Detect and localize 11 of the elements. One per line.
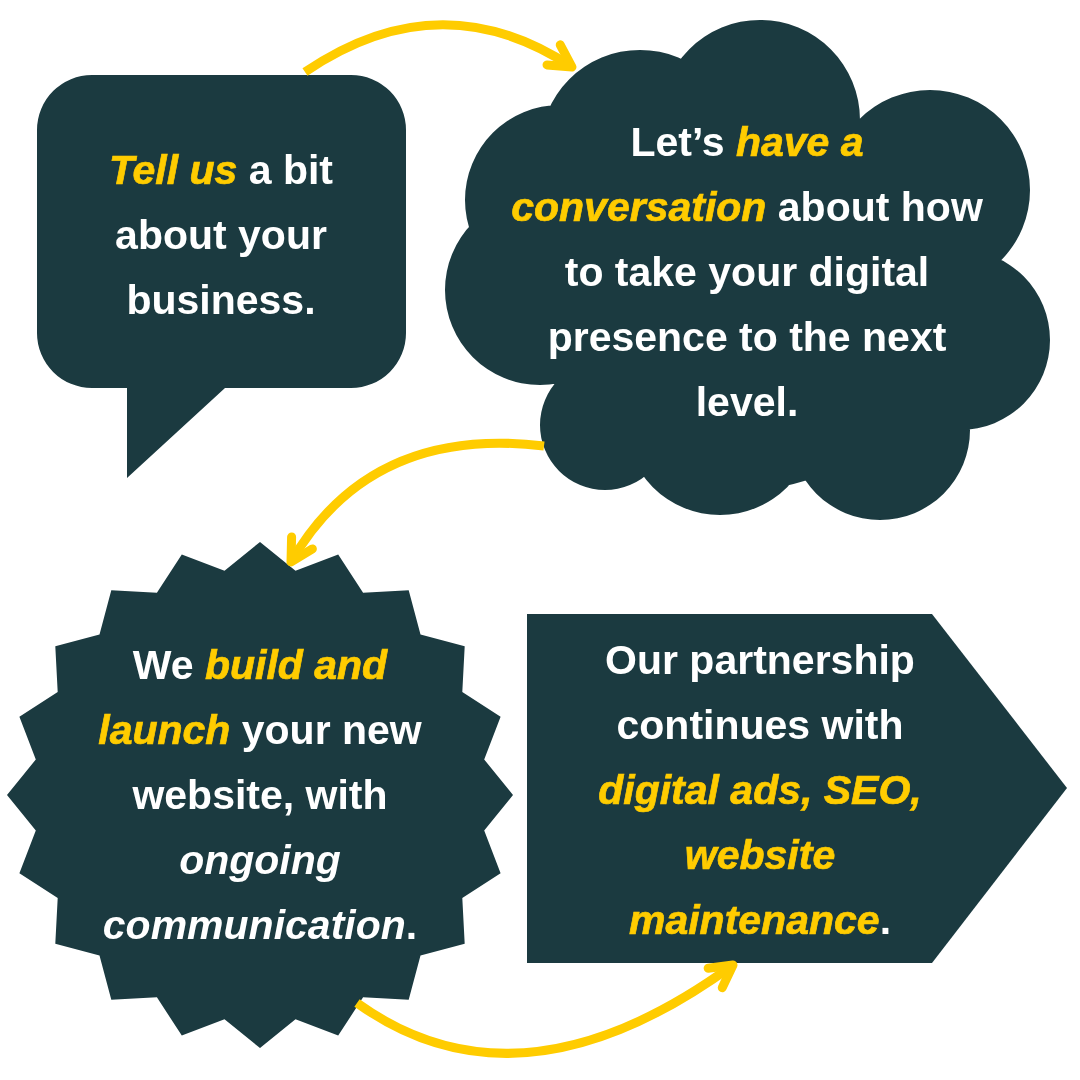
- step-text: Tell us a bit about your business.: [107, 146, 334, 325]
- cloud-shape: [445, 20, 1050, 520]
- curved-arrow: [286, 438, 545, 567]
- speech-bubble: [37, 75, 406, 478]
- step-text: We build and launch your new website, with ongoing communication.: [97, 641, 423, 950]
- step-text: Let’s have a conversation about how to take your digital presence to the next level.: [510, 118, 984, 427]
- curved-arrow: [302, 20, 577, 76]
- chevron-banner: [527, 614, 1067, 963]
- starburst-shape: [8, 540, 512, 1050]
- curved-arrow: [354, 960, 738, 1058]
- step-text: Our partnership continues with digital ads, SEO, website maintenance.: [597, 636, 923, 945]
